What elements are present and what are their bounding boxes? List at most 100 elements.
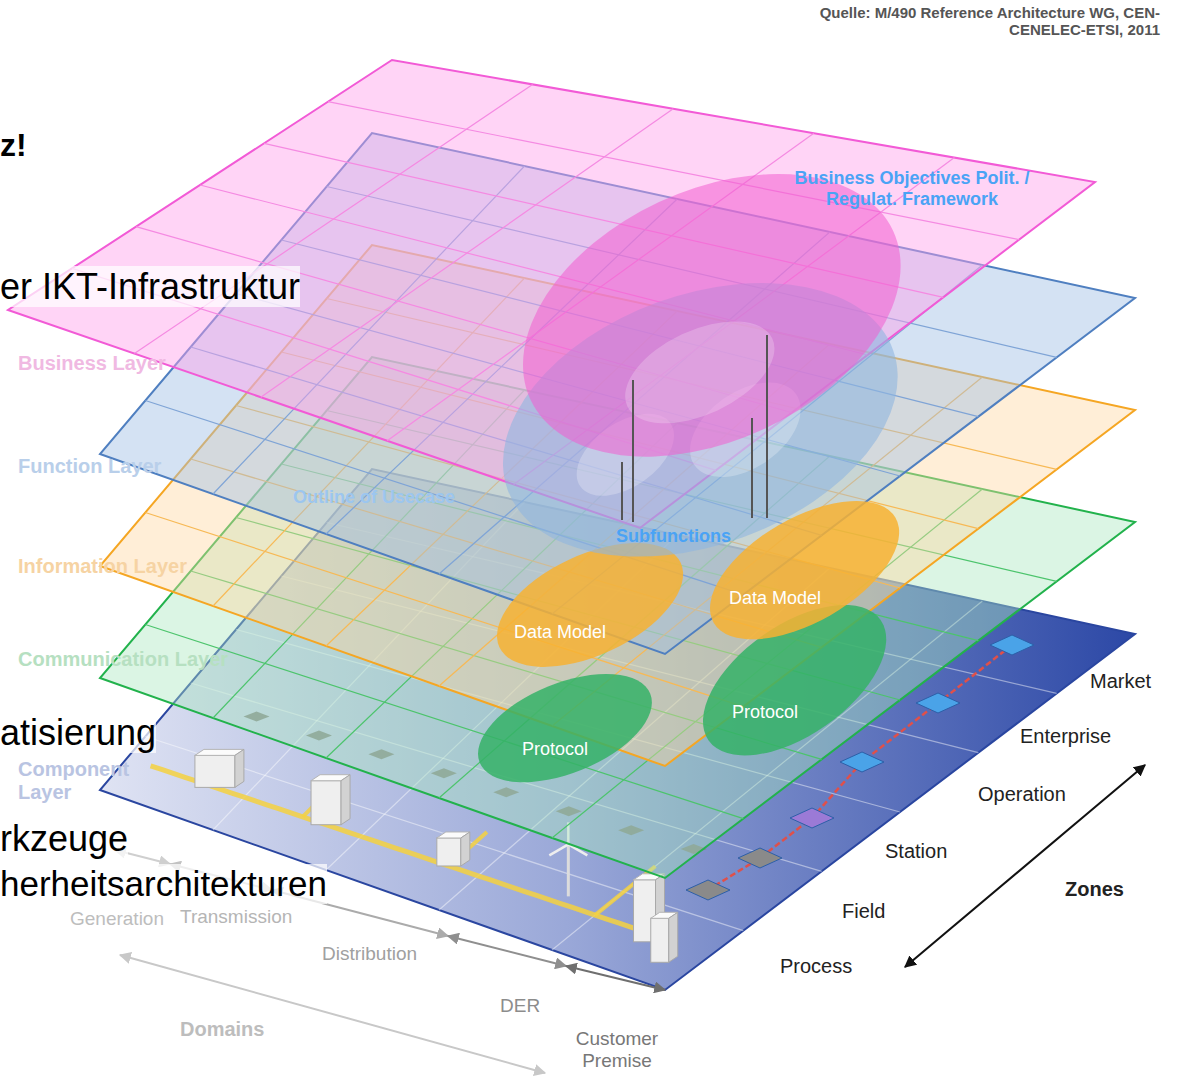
ellipse-shape — [503, 283, 898, 557]
domain-arrow — [566, 966, 665, 990]
grid-line — [327, 187, 1057, 358]
text-slot: Operation — [978, 783, 1066, 806]
text-slot: Communication Layer — [18, 648, 228, 671]
text-slot: Function Layer — [18, 455, 161, 478]
communication-plane — [100, 357, 1135, 878]
field-device — [493, 787, 519, 797]
grid-line — [236, 294, 900, 477]
building-front — [634, 880, 656, 942]
protocol-ellipse: Protocol — [703, 605, 886, 755]
function-plane — [100, 133, 1135, 654]
building-side — [669, 912, 678, 962]
text-slot: herheitsarchitekturen — [0, 864, 327, 904]
grid-line — [281, 240, 978, 417]
layer-name: Component Layer — [18, 758, 138, 804]
zone-device — [686, 880, 730, 900]
ellipse-outline — [688, 472, 922, 667]
subfunction-label: Subfunctions — [616, 526, 731, 547]
domain-arrow — [448, 936, 566, 966]
building-side — [461, 832, 470, 866]
field-device — [368, 749, 394, 759]
text-slot: rkzeuge — [0, 818, 128, 859]
mapping-line — [751, 418, 753, 518]
slide-text: herheitsarchitekturen — [0, 864, 327, 904]
ellipse-outline — [677, 575, 912, 786]
text-slot: atisierung — [0, 712, 156, 753]
text-slot: Generation — [70, 908, 164, 930]
grid-line — [200, 185, 868, 355]
power-line — [303, 777, 343, 817]
zone-name: Operation — [978, 783, 1066, 806]
ellipse-label: Business Objectives Polit. / Regulat. Fr… — [772, 168, 1052, 209]
zone-device — [990, 635, 1034, 655]
zone-link — [708, 645, 1012, 890]
ellipse-shape — [703, 605, 886, 755]
text-slot: Protocol — [522, 739, 588, 760]
building-icon — [311, 775, 350, 825]
sub-ellipse — [562, 397, 689, 513]
turbine-blade — [549, 844, 568, 855]
building-icon — [195, 749, 244, 787]
slide-text: er IKT-Infrastruktur — [0, 266, 300, 307]
usecase-label: Outline of Usecase — [293, 487, 455, 508]
building-top — [195, 749, 244, 755]
layer-name: Business Layer — [18, 352, 166, 375]
grid-line — [191, 683, 822, 871]
zone-name: Market — [1090, 670, 1151, 693]
text-slot: Distribution — [322, 943, 417, 965]
zone-device — [790, 808, 834, 828]
building-top — [651, 912, 678, 918]
grid-line — [145, 513, 743, 707]
ellipse-outline — [478, 517, 702, 692]
grid-line — [261, 109, 673, 397]
field-device — [618, 825, 644, 835]
turbine-blade — [568, 844, 587, 855]
building-top — [311, 775, 350, 781]
component-plane — [100, 469, 1135, 990]
grid-line — [552, 601, 982, 950]
mapping-line — [632, 380, 634, 522]
grid-line — [145, 625, 743, 819]
grid-line — [236, 518, 900, 701]
grid-line — [326, 199, 677, 534]
grid-line — [264, 143, 943, 297]
layer-name: Information Layer — [18, 555, 187, 578]
power-line — [595, 866, 655, 915]
building-top — [634, 874, 665, 880]
domain-name: Transmission — [180, 906, 292, 928]
grid-line — [213, 502, 525, 830]
domain-name: DER — [500, 995, 540, 1017]
building-front — [195, 755, 235, 787]
text-slot: Zones — [1065, 878, 1124, 901]
ellipse-outline — [463, 652, 667, 804]
grid-line — [439, 232, 830, 574]
zone-name: Enterprise — [1020, 725, 1111, 748]
text-slot: Market — [1090, 670, 1151, 693]
ellipse-shape — [478, 674, 652, 782]
grid-line — [236, 630, 900, 813]
text-slot: Business Objectives Polit. / Regulat. Fr… — [772, 168, 1052, 209]
ellipse-label: Protocol — [522, 739, 588, 760]
grid-line — [281, 576, 978, 753]
grid-line — [191, 571, 822, 759]
building-side — [656, 874, 665, 942]
turbine-blade — [567, 822, 570, 844]
grid-line — [552, 265, 982, 614]
domain-name: Distribution — [322, 943, 417, 965]
slide-text: atisierung — [0, 712, 156, 753]
text-slot: Information Layer — [18, 555, 187, 578]
grid-line — [281, 352, 978, 529]
grid-line — [387, 133, 814, 441]
grid-line — [191, 347, 822, 535]
wind-turbine — [549, 822, 587, 896]
text-slot: z! — [0, 127, 27, 164]
plane-area — [100, 357, 1135, 878]
grid-line — [327, 299, 1057, 470]
source-note: Quelle: M/490 Reference Architecture WG,… — [805, 4, 1160, 39]
grid-line — [326, 535, 677, 870]
field-device — [431, 768, 457, 778]
building-side — [341, 775, 350, 825]
building-icon — [651, 912, 678, 962]
zone-device — [738, 848, 782, 868]
zones-arrow — [905, 765, 1145, 967]
